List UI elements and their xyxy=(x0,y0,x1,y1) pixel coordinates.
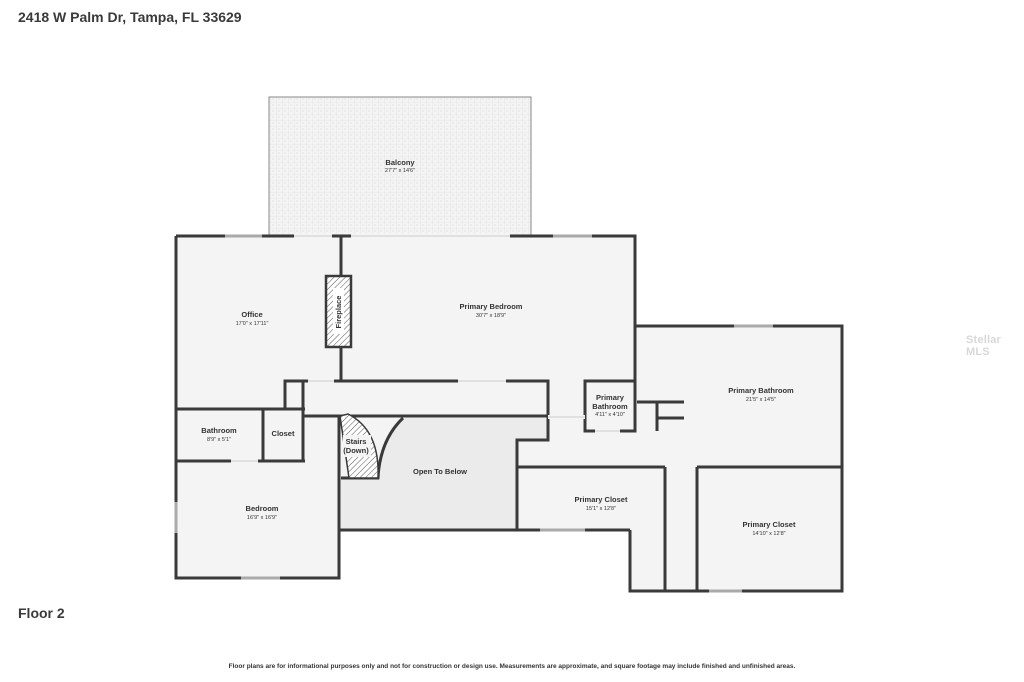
bedroom-label: Bedroom xyxy=(246,504,279,513)
primary-closet-1-dim: 15'1" x 12'8" xyxy=(586,506,616,512)
open-to-below-area xyxy=(341,418,547,530)
bathroom-dim: 8'9" x 5'1" xyxy=(207,437,231,443)
stairs-label-2: (Down) xyxy=(343,446,369,455)
primary-bathroom-small-label-2: Bathroom xyxy=(592,402,628,411)
windows xyxy=(174,234,773,593)
primary-bathroom-small-label-1: Primary xyxy=(596,393,625,402)
primary-bathroom-label: Primary Bathroom xyxy=(728,386,794,395)
balcony-dim: 27'7" x 14'6" xyxy=(385,168,415,174)
disclaimer-text: Floor plans are for informational purpos… xyxy=(228,663,796,670)
balcony-area xyxy=(268,96,532,238)
floor-label: Floor 2 xyxy=(18,605,65,621)
primary-closet-2-dim: 14'10" x 12'8" xyxy=(752,531,785,537)
balcony-label: Balcony xyxy=(385,158,415,167)
watermark-logo: Stellar MLS xyxy=(966,334,1002,358)
office-label: Office xyxy=(241,310,262,319)
primary-bathroom-small-dim: 4'11" x 4'10" xyxy=(595,412,625,418)
stairs-label-1: Stairs xyxy=(346,437,367,446)
property-address: 2418 W Palm Dr, Tampa, FL 33629 xyxy=(18,9,242,25)
primary-closet-1-label: Primary Closet xyxy=(575,495,628,504)
primary-bedroom-label: Primary Bedroom xyxy=(460,302,523,311)
closet-label: Closet xyxy=(272,429,295,438)
office-dim: 17'0" x 17'11" xyxy=(236,321,269,327)
open-to-below-label: Open To Below xyxy=(413,467,467,476)
bedroom-dim: 16'9" x 16'9" xyxy=(247,515,277,521)
primary-bedroom-dim: 30'7" x 18'9" xyxy=(476,313,506,319)
primary-closet-2-label: Primary Closet xyxy=(743,520,796,529)
primary-bathroom-dim: 21'5" x 14'5" xyxy=(746,397,776,403)
bathroom-label: Bathroom xyxy=(201,426,237,435)
floor-fill xyxy=(176,236,842,591)
fireplace-label: Fireplace xyxy=(334,296,343,329)
